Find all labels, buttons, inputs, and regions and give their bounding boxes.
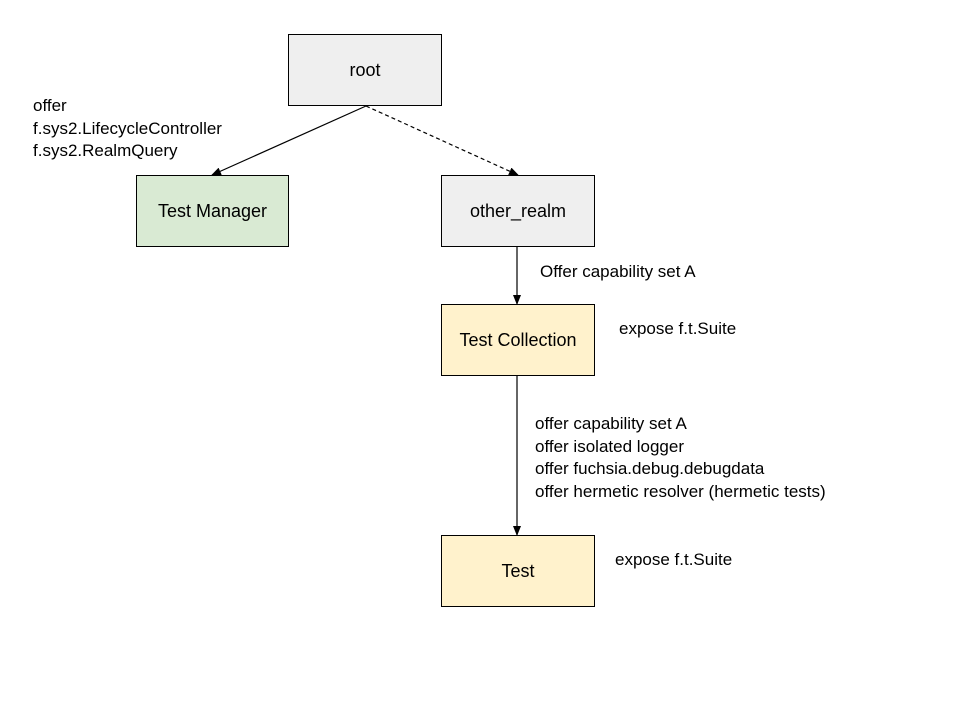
edge-root-to-other-realm [365, 105, 519, 176]
node-root-label: root [349, 59, 381, 80]
edge-label-line: f.sys2.RealmQuery [33, 141, 178, 160]
edge-label-line: offer [33, 96, 67, 115]
edge-label-other-realm-to-test-collection: Offer capability set A [540, 261, 696, 284]
node-test: Test [441, 535, 595, 607]
node-root: root [288, 34, 442, 106]
node-test-manager: Test Manager [136, 175, 289, 247]
edge-root-to-test-manager [211, 105, 367, 176]
edge-label-line: offer hermetic resolver (hermetic tests) [535, 481, 826, 501]
edge-label-line: Offer capability set A [540, 262, 696, 281]
expose-label-line: expose f.t.Suite [615, 550, 733, 569]
edge-label-line: f.sys2.LifecycleController [33, 118, 222, 138]
edge-label-line: offer capability set A [535, 414, 687, 433]
node-other-realm: other_realm [441, 175, 595, 247]
edge-label-test-collection-to-test: offer capability set A offer isolated lo… [535, 413, 826, 503]
node-test-label: Test [501, 560, 535, 581]
expose-label-test-collection: expose f.t.Suite [619, 318, 736, 341]
expose-label-test: expose f.t.Suite [615, 549, 732, 572]
node-test-manager-label: Test Manager [157, 200, 268, 221]
edge-label-line: offer isolated logger [535, 436, 685, 456]
node-test-collection: Test Collection [441, 304, 595, 376]
node-other-realm-label: other_realm [469, 200, 567, 221]
edge-label-line: offer fuchsia.debug.debugdata [535, 459, 765, 478]
expose-label-line: expose f.t.Suite [619, 319, 737, 338]
node-test-collection-label: Test Collection [459, 329, 577, 350]
edge-label-root-to-test-manager: offer f.sys2.LifecycleController f.sys2.… [33, 95, 222, 163]
